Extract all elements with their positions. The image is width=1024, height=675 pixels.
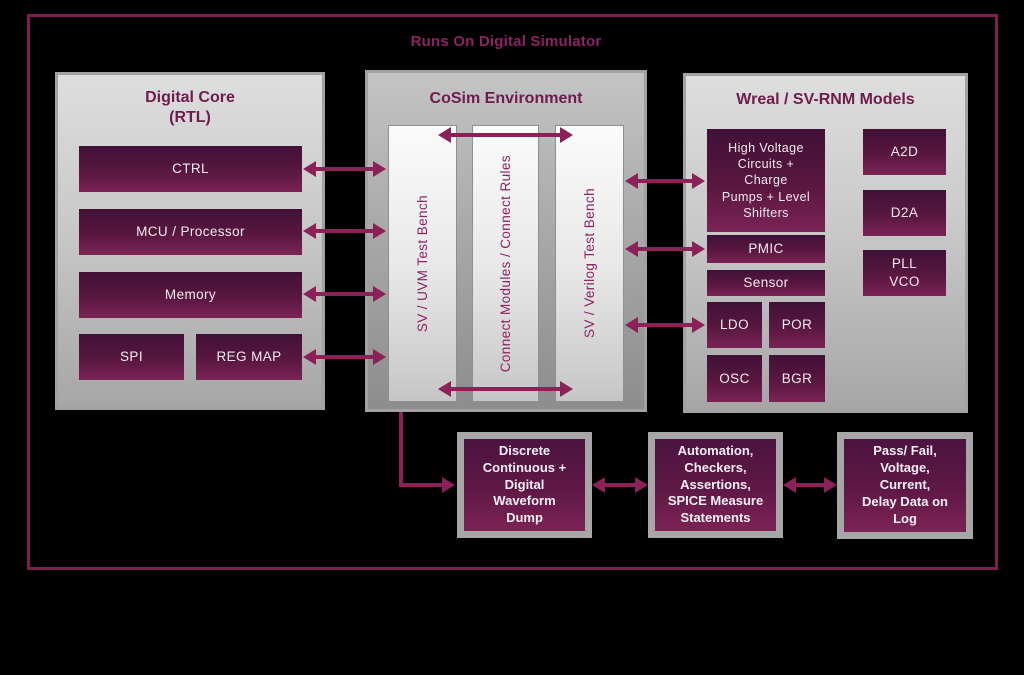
cosim-title: CoSim Environment <box>429 90 583 107</box>
block-memory: Memory <box>79 272 302 318</box>
block-d2a-label: D2A <box>890 205 919 221</box>
output-automation-box: Automation, Checkers, Assertions, SPICE … <box>648 432 783 538</box>
block-pmic: PMIC <box>707 235 825 263</box>
arrow-cosim-pmic <box>625 241 705 257</box>
arrow-memory-cosim <box>303 286 386 302</box>
block-bgr: BGR <box>769 355 825 402</box>
arrow-cosim-highvoltage <box>625 173 705 189</box>
wreal-title: Wreal / SV-RNM Models <box>736 91 915 108</box>
output-waveform-dump-box: Discrete Continuous + Digital Waveform D… <box>457 432 592 538</box>
arrow-regmap-cosim <box>303 349 386 365</box>
output-results-log-label: Pass/ Fail, Voltage, Current, Delay Data… <box>862 443 948 526</box>
arrow-cosim-internal-top <box>438 127 573 143</box>
block-sensor-label: Sensor <box>743 275 789 291</box>
block-mcu-label: MCU / Processor <box>136 224 245 240</box>
block-bgr-label: BGR <box>781 370 813 386</box>
block-reg-map-label: REG MAP <box>216 349 282 365</box>
arrow-cosim-internal-bottom <box>438 381 573 397</box>
block-mcu-processor: MCU / Processor <box>79 209 302 255</box>
block-spi-label: SPI <box>120 349 143 365</box>
arrow-cosim-ldo <box>625 317 705 333</box>
outer-frame <box>27 14 998 570</box>
cosim-column-uvm-testbench: SV / UVM Test Bench <box>388 125 457 402</box>
arrow-cosim-waveform-vertical <box>399 412 403 487</box>
block-por: POR <box>769 302 825 348</box>
cosim-column-verilog-label: SV / Verilog Test Bench <box>582 188 597 339</box>
block-memory-label: Memory <box>164 287 217 303</box>
block-osc-label: OSC <box>719 370 750 386</box>
cosim-column-connect-modules: Connect Modules / Connect Rules <box>472 125 539 402</box>
output-results-log-box: Pass/ Fail, Voltage, Current, Delay Data… <box>837 432 973 539</box>
cosim-column-verilog-testbench: SV / Verilog Test Bench <box>555 125 624 402</box>
block-a2d-label: A2D <box>890 144 919 160</box>
cosim-column-uvm-label: SV / UVM Test Bench <box>415 194 430 333</box>
block-high-voltage: High Voltage Circuits + Charge Pumps + L… <box>707 129 825 232</box>
block-pll-vco-label: PLL VCO <box>889 256 920 289</box>
arrow-automation-results <box>783 477 837 493</box>
arrow-waveform-automation <box>592 477 648 493</box>
output-waveform-dump-label: Discrete Continuous + Digital Waveform D… <box>482 442 567 526</box>
digital-core-title: Digital Core (RTL) <box>145 89 235 126</box>
block-ldo-label: LDO <box>720 317 749 333</box>
arrow-ctrl-cosim <box>303 161 386 177</box>
block-d2a: D2A <box>863 190 946 236</box>
block-reg-map: REG MAP <box>196 334 302 380</box>
block-a2d: A2D <box>863 129 946 175</box>
block-ldo: LDO <box>707 302 762 348</box>
block-pmic-label: PMIC <box>748 241 784 257</box>
arrow-mcu-cosim <box>303 223 386 239</box>
arrow-cosim-waveform-head <box>442 477 455 493</box>
block-high-voltage-label: High Voltage Circuits + Charge Pumps + L… <box>721 140 811 220</box>
output-automation-label: Automation, Checkers, Assertions, SPICE … <box>667 442 764 526</box>
block-pll-vco: PLL VCO <box>863 250 946 296</box>
cosim-column-connect-label: Connect Modules / Connect Rules <box>498 154 513 373</box>
diagram-title: Runs On Digital Simulator <box>410 33 602 50</box>
block-por-label: POR <box>781 317 813 333</box>
arrow-cosim-waveform-horizontal <box>399 483 443 487</box>
block-ctrl-label: CTRL <box>172 161 209 177</box>
block-sensor: Sensor <box>707 270 825 296</box>
block-osc: OSC <box>707 355 762 402</box>
block-spi: SPI <box>79 334 184 380</box>
block-ctrl: CTRL <box>79 146 302 192</box>
